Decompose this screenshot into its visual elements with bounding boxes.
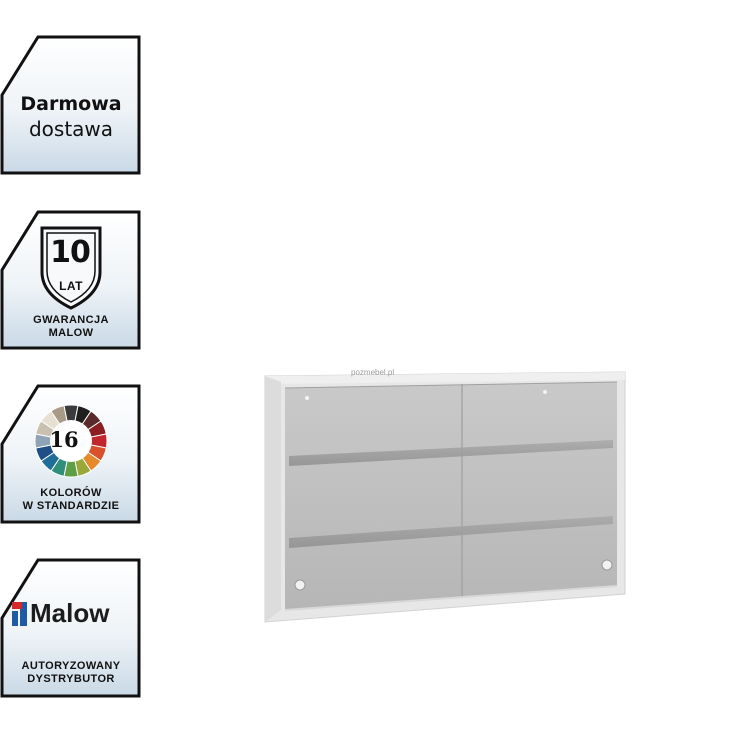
distributor-line1: AUTORYZOWANY	[21, 660, 121, 672]
distributor-badge: Malow AUTORYZOWANY DYSTRYBUTOR	[0, 558, 142, 698]
shield-icon	[40, 226, 102, 310]
colors-badge: 16 KOLORÓW W STANDARDZIE	[0, 384, 142, 524]
warranty-years: 10	[50, 235, 91, 270]
delivery-line1: Darmowa	[20, 93, 122, 115]
warranty-unit: LAT	[59, 279, 83, 293]
warranty-line1: GWARANCJA	[33, 314, 109, 326]
distributor-brand: Malow	[30, 598, 110, 628]
malow-logo-icon	[12, 602, 27, 626]
watermark-text: pozmebel.pl	[351, 368, 395, 377]
colors-line1: KOLORÓW	[40, 487, 102, 499]
badge-frame-icon	[0, 384, 141, 524]
cabinet-product-image	[255, 360, 635, 635]
warranty-line2: MALOW	[48, 327, 94, 339]
free-delivery-badge: Darmowa dostawa	[0, 35, 142, 175]
glass-cabinet-image	[264, 371, 626, 623]
badge-frame-icon	[0, 558, 141, 698]
distributor-line2: DYSTRYBUTOR	[27, 673, 115, 685]
badge-frame-icon	[0, 35, 141, 175]
delivery-line2: dostawa	[28, 117, 114, 141]
colors-count: 16	[49, 427, 79, 452]
color-wheel-icon	[34, 404, 108, 478]
colors-line2: W STANDARDZIE	[22, 500, 120, 512]
badge-frame-icon	[0, 210, 141, 350]
warranty-badge: 10 LAT GWARANCJA MALOW	[0, 210, 142, 350]
